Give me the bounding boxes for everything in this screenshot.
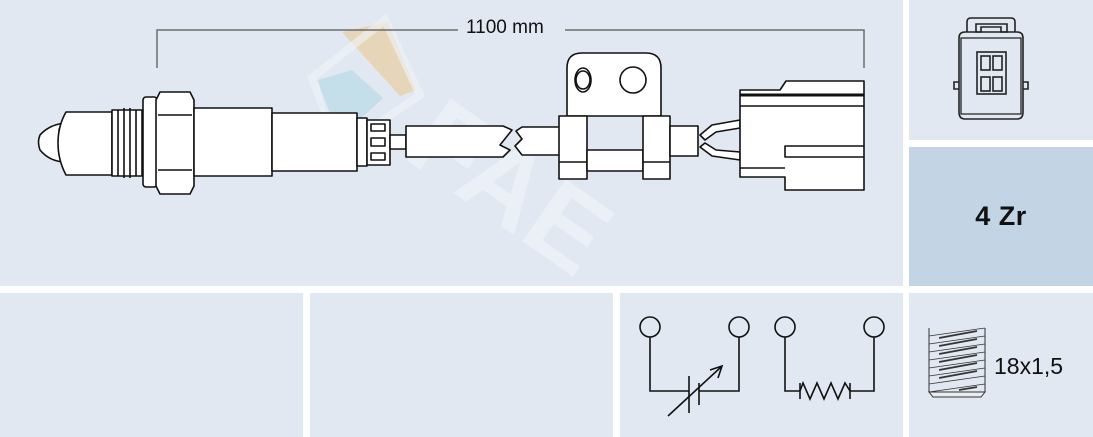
cable-length-label: 1100 mm: [462, 17, 548, 39]
lambda-sensor-drawing: FAE: [37, 22, 865, 299]
thread-size-label: 18x1,5: [994, 353, 1064, 379]
heater-and-sensor-circuit-icon: [639, 316, 885, 417]
sensor-type-label: 4 Zr: [975, 201, 1027, 231]
thread-panel: 18x1,5: [909, 293, 1093, 437]
sensor-drawing-panel: FAE: [0, 0, 903, 299]
empty-panel-2: [310, 293, 613, 437]
dimension-line: [156, 29, 865, 68]
circuit-panel: [620, 293, 903, 437]
thread-icon: [927, 327, 987, 398]
connector-panel: [909, 0, 1093, 140]
empty-panel-1: [0, 293, 303, 437]
connector-4pin-icon: [953, 17, 1029, 120]
sensor-type-panel: 4 Zr: [909, 147, 1093, 286]
